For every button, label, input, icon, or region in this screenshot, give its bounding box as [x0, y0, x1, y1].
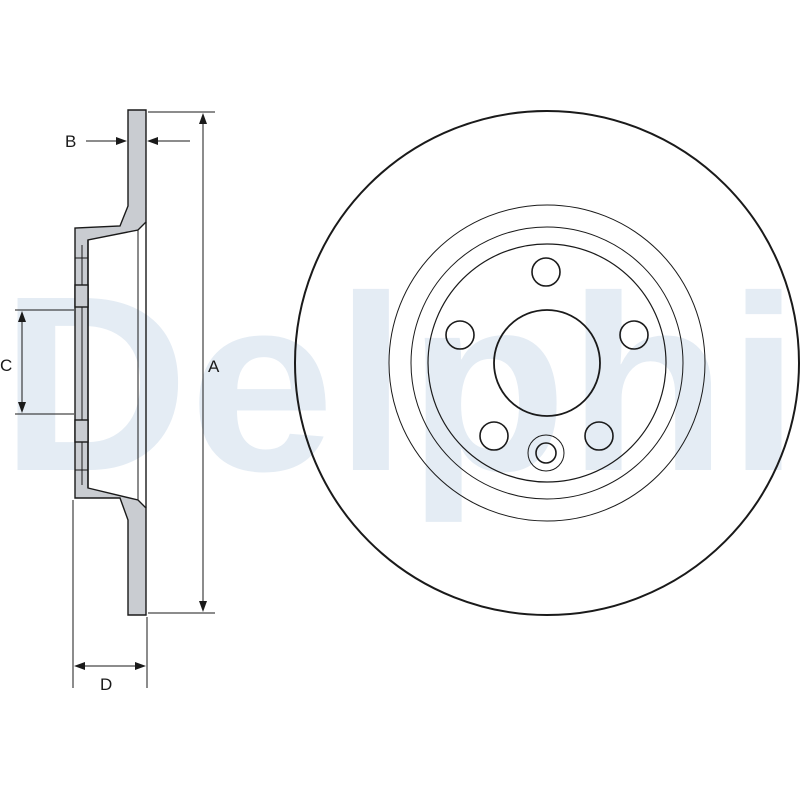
dim-a-arrow-top	[199, 113, 207, 124]
bolt-hole-5	[584, 421, 614, 451]
hat-outer-edge	[410, 226, 684, 500]
dim-c-label: C	[0, 356, 12, 375]
hub-notch-upper	[74, 284, 89, 308]
bolt-hole-3	[619, 320, 649, 350]
dim-b-label: B	[65, 132, 76, 151]
dim-c-arrow-bottom	[18, 402, 26, 413]
dim-a-label: A	[208, 357, 220, 376]
disc-front-view	[294, 110, 800, 616]
center-bore	[493, 309, 601, 417]
disc-outer-edge	[294, 110, 800, 616]
disc-section-outline	[74, 109, 147, 616]
bolt-hole-2	[445, 320, 475, 350]
bolt-hole-4	[479, 421, 509, 451]
dim-b-arrow-left	[116, 137, 127, 145]
dim-c-arrow-top	[18, 311, 26, 322]
locating-hole-outer	[527, 434, 565, 472]
hub-notch-lower	[74, 419, 89, 443]
dim-d-arrow-left	[74, 662, 85, 670]
dim-a-arrow-bottom	[199, 601, 207, 612]
hat-inner-edge	[427, 243, 667, 483]
disc-side-section-view	[15, 109, 215, 688]
dim-d-label: D	[100, 675, 112, 694]
watermark-logo-text: Delphi	[0, 244, 800, 523]
friction-ring-inner-edge	[388, 204, 706, 522]
bolt-hole-1	[531, 257, 561, 287]
dim-d-arrow-right	[135, 662, 146, 670]
locating-hole-inner	[535, 442, 557, 464]
dim-b-arrow-right	[147, 137, 158, 145]
